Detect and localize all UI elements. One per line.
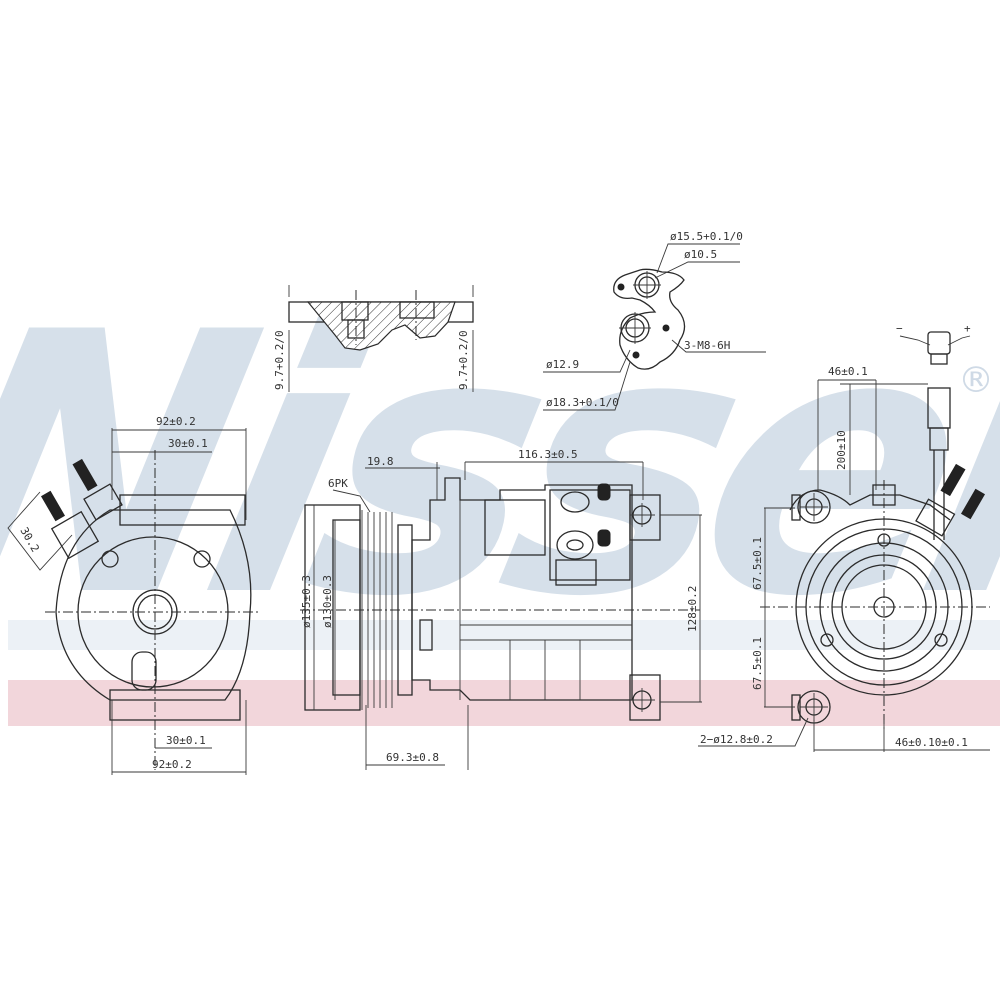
pulley-type-label: 6PK (328, 477, 348, 490)
thread-spec-label: 3-M8-6H (684, 339, 730, 352)
left-top-offset-label: 30±0.1 (168, 437, 208, 450)
electrical-connector-icon: − + (896, 322, 971, 365)
pulley-to-mount-label: 69.3±0.8 (386, 751, 439, 764)
left-bottom-width-label: 92±0.2 (152, 758, 192, 771)
connector-width-label: 46±0.1 (828, 365, 868, 378)
left-bottom-offset-label: 30±0.1 (166, 734, 206, 747)
connector-minus-label: − (896, 322, 903, 335)
upper-mount-label: 67.5±0.1 (751, 537, 764, 590)
port2-inner-dia-label: ø12.9 (546, 358, 579, 371)
watermark-logo-text: Nissens (0, 256, 1000, 675)
flange-left-depth-label: 9.7+0.2/0 (273, 330, 286, 390)
pulley-offset-label: 19.8 (367, 455, 394, 468)
mount-spacing-label: 46±0.10±0.1 (895, 736, 968, 749)
mount-height-label: 128±0.2 (686, 586, 699, 632)
pulley-inner-dia-label: ø130±0.3 (321, 575, 334, 628)
flange-right-depth-label: 9.7+0.2/0 (457, 330, 470, 390)
port2-outer-dia-label: ø18.3+0.1/0 (546, 396, 619, 409)
mount-holes-label: 2−ø12.8±0.2 (700, 733, 773, 746)
side-view: 6PK 19.8 116.3±0. (300, 448, 702, 770)
left-top-width-label: 92±0.2 (156, 415, 196, 428)
port-detail-view: ø15.5+0.1/0 ø10.5 3-M8-6H ø12.9 ø18.3+0.… (543, 230, 766, 411)
port-inner-dia-label: ø10.5 (684, 248, 717, 261)
overall-length-label: 116.3±0.5 (518, 448, 578, 461)
pulley-outer-dia-label: ø135±0.3 (300, 575, 313, 628)
connector-plus-label: + (964, 322, 971, 335)
right-end-view: − + 46±0.1 200±10 (698, 322, 990, 752)
lower-mount-label: 67.5±0.1 (751, 637, 764, 690)
watermark-pink-stripe (8, 680, 1000, 726)
registered-mark-icon: ® (958, 360, 994, 401)
cable-length-label: 200±10 (835, 430, 848, 470)
flange-section-view: 9.7+0.2/0 9.7+0.2/0 (273, 285, 474, 392)
left-end-view: 92±0.2 30±0.1 30.2 30±0.1 92±0.2 (7, 415, 260, 775)
port-outer-dia-label: ø15.5+0.1/0 (670, 230, 743, 243)
